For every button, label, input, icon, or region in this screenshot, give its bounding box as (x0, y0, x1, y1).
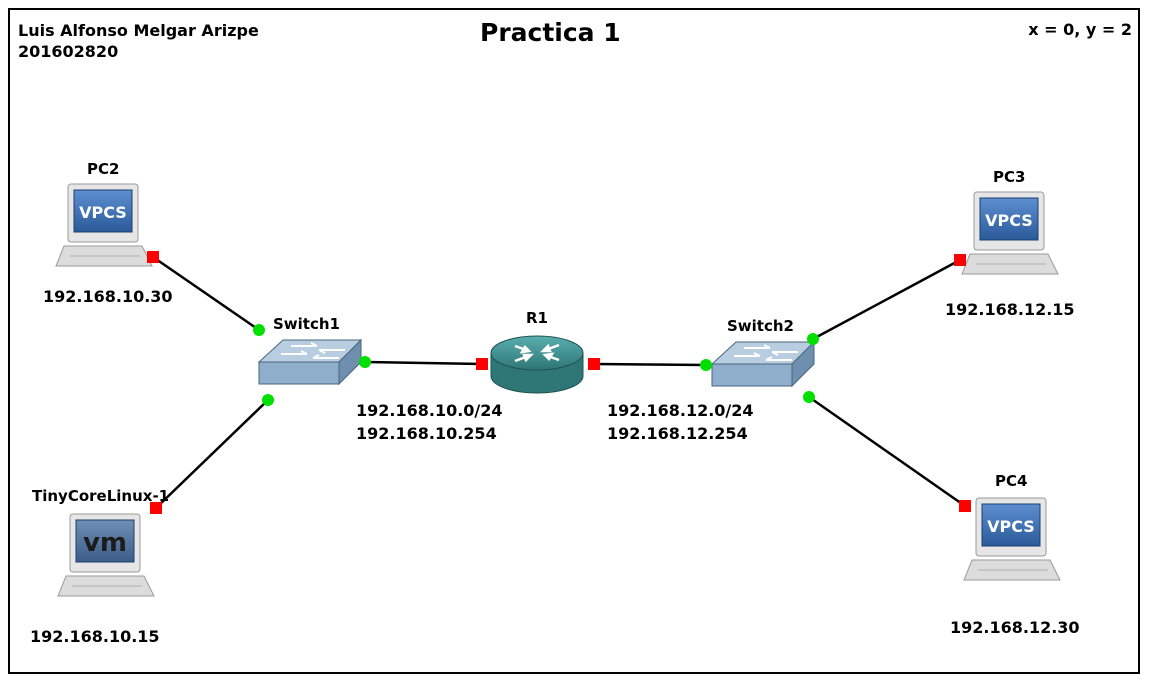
right-subnet: 192.168.12.0/24 (607, 401, 754, 420)
link-tinycore-switch1[interactable] (155, 399, 269, 509)
switch1-port-pc2-up (253, 324, 265, 336)
tinycore-node[interactable]: vm (57, 513, 155, 597)
switch1-port-tinycore-up (262, 394, 274, 406)
switch1-port-r1-up (359, 356, 371, 368)
switch2-label: Switch2 (727, 317, 794, 335)
link-switch2-pc4[interactable] (808, 395, 966, 508)
right-network-block: 192.168.12.0/24 192.168.12.254 (607, 399, 754, 445)
link-switch2-pc3[interactable] (812, 258, 961, 341)
switch2-port-r1-up (700, 359, 712, 371)
tinycore-label: TinyCoreLinux-1 (32, 487, 170, 505)
tinycore-ip: 192.168.10.15 (30, 627, 160, 646)
author-name: Luis Alfonso Melgar Arizpe (18, 21, 259, 40)
author-block: Luis Alfonso Melgar Arizpe 201602820 (18, 20, 259, 62)
pc2-screen-text: VPCS (79, 203, 127, 222)
pc4-port-down (959, 500, 971, 512)
r1-label: R1 (526, 309, 548, 327)
page-title: Practica 1 (480, 18, 621, 47)
left-network-block: 192.168.10.0/24 192.168.10.254 (356, 399, 503, 445)
tinycore-port-down (150, 502, 162, 514)
r1-port-right-down (588, 358, 600, 370)
pc3-node[interactable]: VPCS (961, 191, 1059, 275)
left-subnet: 192.168.10.0/24 (356, 401, 503, 420)
coords-readout: x = 0, y = 2 (1028, 20, 1132, 39)
pc2-port-down (147, 251, 159, 263)
right-gateway: 192.168.12.254 (607, 424, 748, 443)
switch1-label: Switch1 (273, 315, 340, 333)
pc2-node[interactable]: VPCS (55, 183, 153, 267)
link-switch1-r1[interactable] (364, 360, 483, 366)
pc3-port-down (954, 254, 966, 266)
left-gateway: 192.168.10.254 (356, 424, 497, 443)
pc3-screen-text: VPCS (985, 211, 1033, 230)
pc4-ip: 192.168.12.30 (950, 618, 1080, 637)
r1-port-left-down (476, 358, 488, 370)
links (152, 255, 966, 509)
interface-markers (147, 251, 971, 514)
pc3-ip: 192.168.12.15 (945, 300, 1075, 319)
switch2-node[interactable] (710, 340, 816, 388)
author-id: 201602820 (18, 42, 119, 61)
pc4-node[interactable]: VPCS (963, 497, 1061, 581)
pc4-label: PC4 (995, 472, 1028, 490)
pc2-label: PC2 (87, 160, 120, 178)
link-pc2-switch1[interactable] (152, 255, 260, 332)
r1-node[interactable] (490, 335, 584, 394)
tinycore-screen-text: vm (83, 528, 127, 558)
switch2-port-pc3-up (807, 333, 819, 345)
pc2-ip: 192.168.10.30 (43, 287, 173, 306)
diagram-frame (8, 8, 1140, 674)
link-r1-switch2[interactable] (593, 362, 707, 367)
switch2-port-pc4-up (803, 391, 815, 403)
pc4-screen-text: VPCS (987, 517, 1035, 536)
pc3-label: PC3 (993, 168, 1026, 186)
switch1-node[interactable] (257, 338, 363, 386)
